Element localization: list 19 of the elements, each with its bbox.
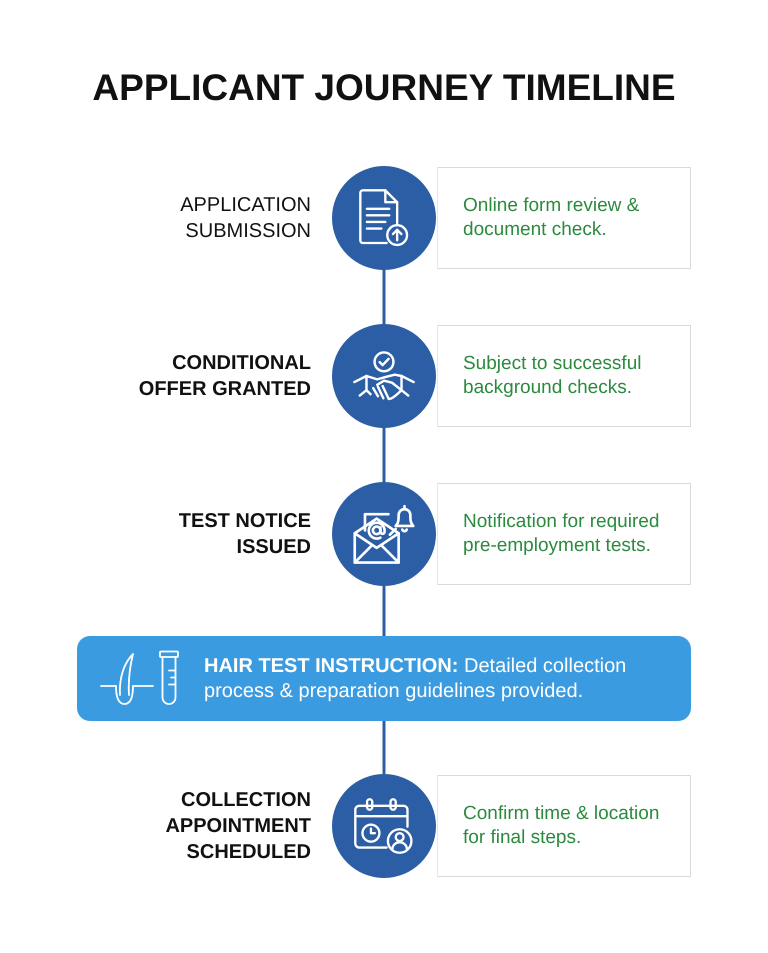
detail-text: Subject to successful background checks. — [463, 352, 642, 400]
step-title: COLLECTION APPOINTMENT SCHEDULED — [164, 788, 311, 865]
detail-text: Notification for required pre-employment tests. — [463, 510, 660, 558]
step-title: TEST NOTICE ISSUED — [178, 509, 311, 560]
step-title: CONDITIONAL OFFER GRANTED — [138, 351, 311, 402]
timeline-line — [382, 270, 386, 324]
timeline-line — [382, 428, 386, 482]
page-title: APPLICANT JOURNEY TIMELINE — [91, 66, 677, 110]
detail-text: Confirm time & location for final steps. — [463, 802, 660, 850]
timeline-line — [382, 721, 386, 774]
instruction-banner — [77, 636, 691, 721]
step-title: APPLICATION SUBMISSION — [179, 193, 311, 244]
instruction-text: HAIR TEST INSTRUCTION: Detailed collection process & preparation guidelines provided. — [204, 654, 628, 704]
detail-card — [437, 325, 691, 427]
detail-card — [437, 775, 691, 877]
detail-card — [437, 167, 691, 269]
timeline-line — [382, 586, 386, 636]
detail-card — [437, 483, 691, 585]
detail-text: Online form review & document check. — [463, 194, 640, 242]
